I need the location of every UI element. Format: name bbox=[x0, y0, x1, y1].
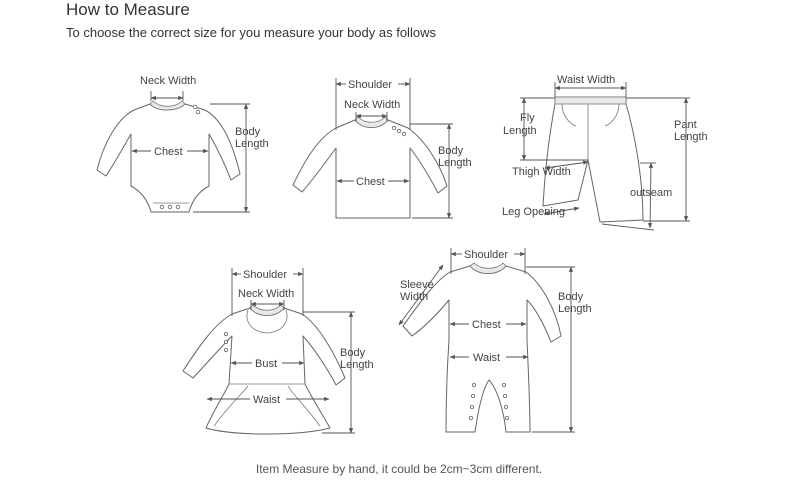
bodysuit-figure: Neck Width Chest Body Length bbox=[96, 75, 269, 213]
sweater-outline bbox=[292, 119, 448, 219]
dress-figure: Shoulder Neck Width Bust Waist Body Leng… bbox=[182, 268, 374, 435]
sweater-neck-width-label: Neck Width bbox=[344, 99, 400, 111]
sweater-shoulder-label: Shoulder bbox=[348, 79, 392, 91]
bodysuit-body-label: Body bbox=[235, 126, 261, 138]
pants-fly-length-label: Length bbox=[503, 125, 537, 137]
romper-collar bbox=[469, 262, 507, 274]
romper-sleeve-label: Sleeve bbox=[400, 279, 434, 291]
page-subtitle: To choose the correct size for you measu… bbox=[66, 25, 436, 40]
bodysuit-chest-label: Chest bbox=[154, 146, 183, 158]
bodysuit-length-label: Length bbox=[235, 138, 269, 150]
sweater-figure: Shoulder Neck Width Chest Body Length bbox=[292, 78, 472, 219]
romper-shoulder-label: Shoulder bbox=[464, 249, 508, 261]
sweater-chest-label: Chest bbox=[356, 176, 385, 188]
pants-pant-label: Pant bbox=[674, 119, 697, 131]
dress-neck-width-label: Neck Width bbox=[238, 288, 294, 300]
bodysuit-collar bbox=[149, 100, 186, 111]
footer-note: Item Measure by hand, it could be 2cm~3c… bbox=[255, 462, 543, 476]
pants-waistband bbox=[554, 96, 627, 105]
dress-length-label: Length bbox=[340, 359, 374, 371]
pants-length-label: Length bbox=[674, 131, 708, 143]
romper-width-label: Width bbox=[400, 291, 428, 303]
bodysuit-neck-width-label: Neck Width bbox=[140, 75, 196, 87]
dress-bust-label: Bust bbox=[255, 358, 277, 370]
dress-shoulder-label: Shoulder bbox=[243, 269, 287, 281]
bodysuit-outline bbox=[96, 103, 241, 213]
pants-outseam-label: outseam bbox=[630, 187, 672, 199]
dress-body-label: Body bbox=[340, 347, 366, 359]
dress-waist-label: Waist bbox=[253, 394, 280, 406]
sweater-body-label: Body bbox=[438, 145, 464, 157]
romper-length-label: Length bbox=[558, 303, 592, 315]
dress-outline bbox=[182, 307, 346, 435]
romper-chest-label: Chest bbox=[472, 319, 501, 331]
pants-leg-opening-label: Leg Opening bbox=[502, 206, 565, 218]
pants-fly-label: Fly bbox=[520, 112, 535, 124]
pants-waist-width-label: Waist Width bbox=[557, 74, 615, 86]
pants-outline bbox=[542, 96, 644, 223]
romper-body-label: Body bbox=[558, 291, 584, 303]
page-title: How to Measure bbox=[66, 0, 190, 19]
romper-figure: Shoulder Sleeve Width Chest Waist Body L… bbox=[398, 248, 592, 433]
pants-thigh-width-label: Thigh Width bbox=[512, 166, 571, 178]
sweater-length-label: Length bbox=[438, 157, 472, 169]
pants-figure: Waist Width Fly Length Thigh Width Leg O… bbox=[502, 74, 708, 231]
romper-waist-label: Waist bbox=[473, 352, 500, 364]
